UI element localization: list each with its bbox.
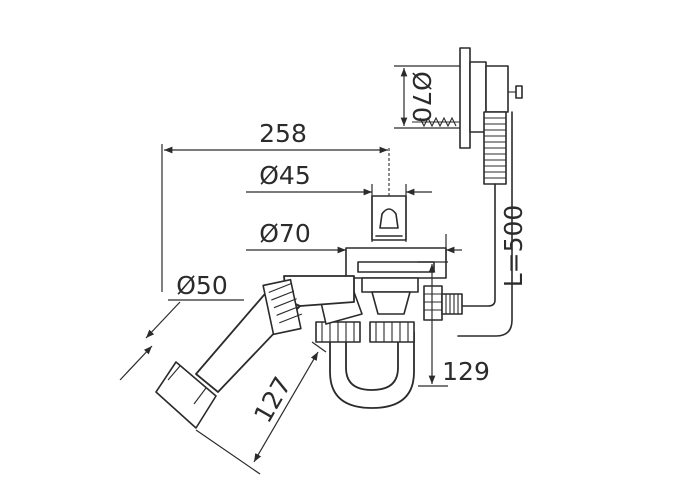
plug-and-chain [371,148,407,241]
overflow-diameter-dimension: Ø70 [394,65,460,129]
top-diameter-label: Ø45 [259,161,311,190]
flange-diameter-label: Ø70 [259,219,311,248]
height-dimension: 129 [418,261,490,387]
total-width-label: 258 [259,119,307,148]
total-width-dimension: 258 [161,119,388,292]
trap [315,291,415,409]
flange-diameter-dimension: Ø70 [246,219,462,262]
outlet-body [345,247,463,321]
cable: L=500 [457,111,528,337]
pipe-diameter-label: Ø50 [176,271,228,300]
overflow-unit [412,47,523,185]
cable-length-label: L=500 [499,205,528,288]
overflow-diameter-label: Ø70 [407,71,436,123]
pipe-diameter-dimension: Ø50 [119,271,244,381]
outlet-pipe [155,275,355,429]
top-diameter-dimension: Ø45 [246,161,432,242]
height-label: 129 [442,357,490,386]
